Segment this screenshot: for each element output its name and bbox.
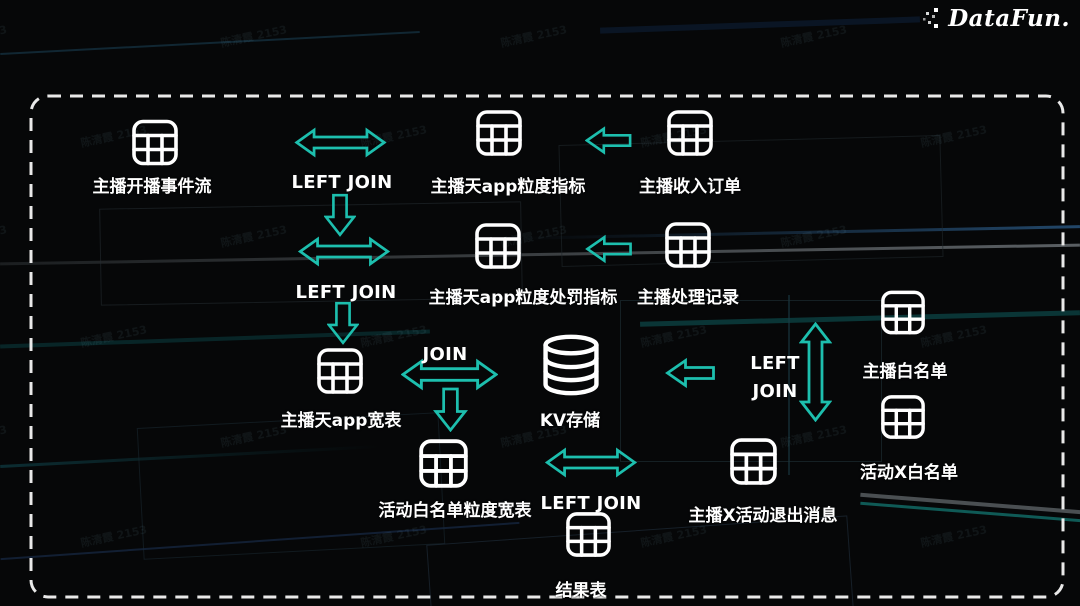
- background-streak: [0, 329, 430, 349]
- database-icon: [543, 334, 599, 396]
- double-arrow-icon: [297, 236, 391, 267]
- join-label-row4: LEFT JOIN: [540, 493, 642, 514]
- datafun-logo-dots-icon: [923, 7, 939, 28]
- table-icon: [476, 110, 522, 156]
- double-arrow-icon: [294, 127, 387, 158]
- table-icon: [132, 119, 178, 166]
- node-anchor-broadcast-start-stream: 主播开播事件流: [92, 177, 212, 197]
- down-arrow-icon: [433, 387, 468, 432]
- join-label-row2: LEFT JOIN: [295, 282, 397, 303]
- left-arrow-icon: [665, 357, 715, 389]
- down-arrow-icon: [324, 193, 356, 237]
- node-anchor-day-app-penalty-metrics: 主播天app粒度处罚指标: [428, 288, 618, 308]
- join-label-row3: JOIN: [422, 344, 468, 365]
- background-frame: [136, 412, 446, 560]
- node-result-table: 结果表: [555, 581, 607, 601]
- node-anchor-day-app-metrics: 主播天app粒度指标: [430, 177, 586, 197]
- background-streak: [0, 31, 420, 55]
- datafun-logo-text: DataFun.: [948, 5, 1070, 32]
- node-anchor-x-activity-exit-message: 主播X活动退出消息: [688, 506, 838, 526]
- table-icon: [730, 438, 777, 485]
- node-activity-x-whitelist: 活动X白名单: [859, 463, 959, 483]
- datafun-logo: DataFun.: [922, 5, 1070, 32]
- background-frame: [426, 515, 856, 606]
- table-icon: [317, 348, 363, 394]
- table-icon: [419, 439, 468, 488]
- table-icon: [881, 290, 925, 335]
- node-anchor-income-orders: 主播收入订单: [639, 177, 741, 197]
- table-icon: [475, 223, 521, 269]
- join-label-whitelist: LEFT JOIN: [750, 353, 800, 402]
- down-arrow-icon: [327, 301, 359, 345]
- node-anchor-whitelist: 主播白名单: [862, 362, 948, 382]
- node-anchor-day-app-wide-table: 主播天app宽表: [280, 411, 402, 431]
- double-arrow-icon: [544, 447, 638, 478]
- vertical-double-arrow-icon: [799, 322, 832, 422]
- double-arrow-icon: [401, 358, 498, 391]
- table-icon: [566, 512, 611, 557]
- table-icon: [665, 222, 711, 268]
- table-icon: [881, 395, 925, 439]
- left-arrow-icon: [585, 126, 632, 155]
- join-label-row1: LEFT JOIN: [291, 172, 393, 193]
- node-anchor-processing-records: 主播处理记录: [637, 288, 739, 308]
- background-streak: [599, 16, 921, 34]
- left-arrow-icon: [585, 234, 632, 264]
- table-icon: [667, 110, 713, 156]
- node-activity-whitelist-wide-table: 活动白名单粒度宽表: [378, 501, 532, 521]
- node-kv-storage: KV存储: [539, 411, 601, 431]
